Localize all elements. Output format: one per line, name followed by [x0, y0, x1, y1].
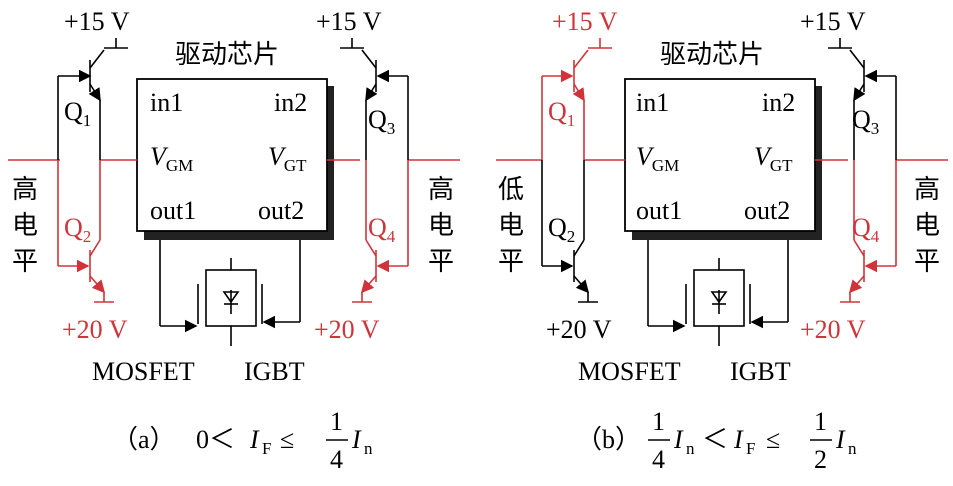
- svg-text:≤: ≤: [280, 425, 294, 454]
- transistor-q1-b: Q1: [541, 38, 612, 160]
- supply-bot-left-a: +20 V: [62, 315, 128, 344]
- svg-text:4: 4: [330, 445, 343, 474]
- transistor-q3-a: Q3: [340, 38, 409, 160]
- q1-label-a: Q1: [64, 97, 91, 130]
- svg-text:4: 4: [652, 445, 665, 474]
- svg-text:n: n: [686, 439, 695, 458]
- svg-text:低: 低: [498, 175, 524, 205]
- igbt-label-a: IGBT: [244, 357, 305, 386]
- svg-text:（b）: （b）: [576, 425, 641, 454]
- switch-pair-a: [159, 240, 301, 346]
- svg-text:平: 平: [428, 247, 454, 277]
- svg-text:电: 电: [12, 211, 38, 241]
- mosfet-label-b: MOSFET: [578, 357, 681, 386]
- svg-text:I: I: [351, 425, 362, 454]
- svg-text:平: 平: [498, 247, 524, 277]
- chip-vgt-b: VGT: [754, 142, 793, 175]
- right-level-a: 高 电 平: [428, 175, 454, 277]
- q1-label-b: Q1: [548, 97, 575, 130]
- svg-text:F: F: [262, 439, 271, 458]
- supply-top-right-b: +15 V: [800, 7, 866, 36]
- transistor-q1-a: Q1: [57, 38, 128, 160]
- svg-text:1: 1: [652, 407, 665, 436]
- supply-bot-right-b: +20 V: [800, 315, 866, 344]
- supply-top-left-b: +15 V: [552, 7, 618, 36]
- chip-out2-b: out2: [744, 196, 790, 225]
- svg-text:I: I: [673, 425, 684, 454]
- svg-text:≤: ≤: [766, 425, 780, 454]
- svg-text:n: n: [364, 439, 373, 458]
- transistor-q4-b: Q4: [840, 160, 897, 303]
- left-level-a: 高 电 平: [12, 175, 38, 277]
- transistor-q3-b: Q3: [828, 38, 897, 160]
- caption-a: （a） 0＜ I F ≤ 1 4 I n: [112, 407, 373, 474]
- svg-text:高: 高: [12, 175, 38, 205]
- driver-chip-a: 驱动芯片 in1 in2 VGM VGT out1 out2: [136, 40, 334, 240]
- q4-label-a: Q4: [368, 213, 396, 246]
- caption-b: （b） 1 4 I n ＜ I F ≤ 1 2 I n: [576, 407, 857, 474]
- q4-label-b: Q4: [852, 213, 880, 246]
- svg-text:高: 高: [428, 175, 454, 205]
- mosfet-label-a: MOSFET: [92, 357, 195, 386]
- driver-chip-b: 驱动芯片 in1 in2 VGM VGT out1 out2: [624, 40, 822, 240]
- transistor-q2-a: Q2: [57, 160, 114, 303]
- q2-label-b: Q2: [548, 213, 575, 246]
- svg-text:F: F: [746, 439, 755, 458]
- svg-text:1: 1: [814, 407, 827, 436]
- svg-text:I: I: [249, 425, 260, 454]
- svg-text:平: 平: [914, 247, 940, 277]
- chip-title-b: 驱动芯片: [660, 40, 764, 70]
- chip-vgt-a: VGT: [268, 142, 307, 175]
- chip-vgm-b: VGM: [636, 142, 679, 175]
- svg-text:1: 1: [330, 407, 343, 436]
- switch-pair-b: [647, 240, 789, 346]
- svg-text:（a）: （a）: [112, 425, 176, 454]
- svg-text:＜: ＜: [702, 425, 728, 454]
- q3-label-a: Q3: [368, 105, 395, 138]
- left-level-b: 低 电 平: [498, 175, 524, 277]
- chip-in1-a: in1: [150, 88, 183, 117]
- svg-text:I: I: [835, 425, 846, 454]
- chip-in1-b: in1: [636, 88, 669, 117]
- svg-text:平: 平: [12, 247, 38, 277]
- svg-text:高: 高: [914, 175, 940, 205]
- chip-out1-b: out1: [636, 196, 682, 225]
- diagram-a: +15 V +15 V 驱动芯片 in1 in2 VGM VGT out1 ou…: [8, 7, 460, 474]
- supply-top-left-a: +15 V: [64, 7, 130, 36]
- supply-bot-right-a: +20 V: [314, 315, 380, 344]
- right-level-b: 高 电 平: [914, 175, 940, 277]
- svg-text:0＜: 0＜: [196, 425, 235, 454]
- chip-out1-a: out1: [150, 196, 196, 225]
- svg-text:电: 电: [498, 211, 524, 241]
- chip-vgm-a: VGM: [150, 142, 193, 175]
- diagram-b: +15 V +15 V 驱动芯片 in1 in2 VGM VGT out1 ou…: [496, 7, 948, 474]
- svg-text:n: n: [848, 439, 857, 458]
- transistor-q2-b: Q2: [541, 160, 598, 303]
- chip-in2-b: in2: [762, 88, 795, 117]
- supply-top-right-a: +15 V: [316, 7, 382, 36]
- svg-text:电: 电: [428, 211, 454, 241]
- supply-bot-left-b: +20 V: [546, 315, 612, 344]
- chip-in2-a: in2: [274, 88, 307, 117]
- svg-text:2: 2: [814, 445, 827, 474]
- q3-label-b: Q3: [852, 105, 879, 138]
- transistor-q4-a: Q4: [352, 160, 409, 303]
- chip-out2-a: out2: [258, 196, 304, 225]
- q2-label-a: Q2: [64, 213, 91, 246]
- svg-text:I: I: [733, 425, 744, 454]
- svg-text:电: 电: [914, 211, 940, 241]
- igbt-label-b: IGBT: [730, 357, 791, 386]
- chip-title-a: 驱动芯片: [175, 40, 279, 70]
